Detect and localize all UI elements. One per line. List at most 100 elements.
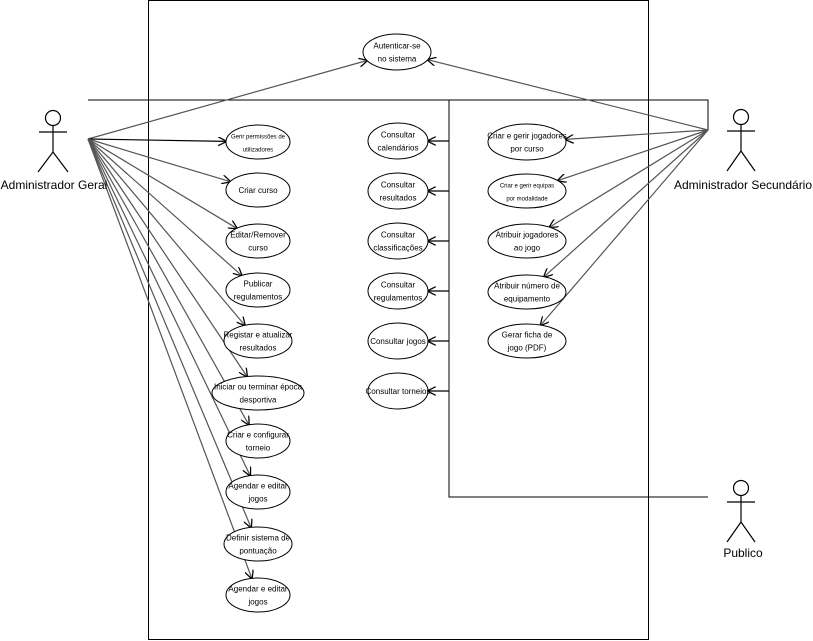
use-case-label: jogos (247, 495, 267, 504)
use-case-label: Criar e gerir equipas (500, 184, 554, 190)
use-case-atribuir-jogadores[interactable]: Atribuir jogadores ao jogo (487, 223, 567, 259)
system-boundary (148, 0, 649, 640)
use-case-label: Consultar (381, 281, 416, 290)
use-case-label: Iniciar ou terminar época (214, 383, 303, 392)
use-case-label: regulamentos (234, 293, 282, 302)
use-case-ellipse (223, 526, 293, 562)
use-case-label: regulamentos (374, 294, 422, 303)
use-case-ellipse (225, 223, 291, 259)
use-case-label: Publicar (244, 280, 273, 289)
use-case-label: jogo (PDF) (507, 344, 547, 353)
edge-admin-geral-editar-curso (87, 138, 237, 228)
edge-admin-geral-iniciar-epoca (87, 138, 247, 377)
actor-publico-label: Publico (723, 546, 763, 560)
edge-admin-geral-criar-curso (87, 138, 230, 182)
use-case-publicar-regulamentos[interactable]: Publicar regulamentos (225, 272, 291, 308)
edge-admin-geral-agendar-jogos-1 (87, 138, 250, 476)
use-case-label: Criar e gerir jogadores (487, 132, 567, 141)
edge-admin-geral-publicar-regulamentos (87, 138, 242, 275)
use-case-label: Gerir permissões de (231, 135, 286, 141)
use-case-label: desportiva (240, 396, 277, 405)
use-case-consultar-resultados[interactable]: Consultar resultados (367, 172, 429, 210)
use-case-criar-torneio[interactable]: Criar e configurar torneio (225, 423, 291, 459)
use-case-label: Consultar (381, 231, 416, 240)
use-case-ellipse (225, 172, 291, 208)
use-case-criar-curso[interactable]: Criar curso (225, 172, 291, 208)
actor-admin-geral-label: Administrador Geral (1, 178, 108, 192)
edge-admin-geral-agendar-jogos-2 (87, 138, 252, 578)
use-case-label: Agendar e editar (228, 585, 287, 594)
use-case-ellipse (487, 123, 567, 161)
use-case-label: resultados (380, 194, 417, 203)
use-case-ellipse (487, 323, 567, 359)
use-case-label: curso (248, 244, 268, 253)
use-case-ellipse (367, 322, 429, 360)
use-case-label: Criar e configurar (227, 431, 289, 440)
actor-admin-geral[interactable] (37, 109, 69, 173)
use-case-label: jogos (247, 598, 267, 607)
use-case-criar-equipas[interactable]: Criar e gerir equipas por modalidade (487, 173, 567, 209)
use-case-criar-jogadores[interactable]: Criar e gerir jogadores por curso (487, 123, 567, 161)
use-case-label: Consultar torneios (366, 387, 431, 396)
use-case-ellipse (225, 474, 291, 510)
use-case-label: por curso (510, 145, 544, 154)
use-case-ellipse (367, 172, 429, 210)
use-case-ellipse (225, 577, 291, 613)
use-case-label: ao jogo (514, 244, 541, 253)
edge-admin-geral-registar-resultados (87, 138, 245, 325)
actor-publico[interactable] (726, 479, 756, 543)
use-case-label: torneio (246, 444, 271, 453)
publico-group-line (448, 100, 708, 498)
actor-admin-secundario[interactable] (726, 108, 756, 172)
use-case-ellipse (367, 372, 429, 410)
use-case-consultar-classificacoes[interactable]: Consultar classificações (367, 222, 429, 260)
use-case-gerir-permissoes[interactable]: Gerir permissões de utilizadores (225, 124, 291, 160)
use-case-label: Gerar ficha de (502, 331, 553, 340)
use-case-ellipse (487, 274, 567, 310)
use-case-ellipse (487, 223, 567, 259)
use-case-ellipse (225, 124, 291, 160)
use-case-ellipse (362, 33, 432, 71)
use-case-label: utilizadores (243, 148, 273, 154)
edge-admin-secundario-gerar-ficha (541, 129, 709, 325)
use-case-label: por modalidade (506, 197, 548, 203)
use-case-label: Criar curso (238, 186, 278, 195)
use-case-label: Agendar e editar (228, 482, 287, 491)
use-case-label: Atribuir jogadores (496, 231, 559, 240)
use-case-label: Definir sistema de (226, 534, 291, 543)
use-case-label: classificações (373, 244, 422, 253)
use-case-label: Atribuir número de (494, 282, 560, 291)
use-case-ellipse (225, 272, 291, 308)
use-case-agendar-jogos-2[interactable]: Agendar e editar jogos (225, 577, 291, 613)
use-case-consultar-jogos[interactable]: Consultar jogos (367, 322, 429, 360)
use-case-atribuir-numero[interactable]: Atribuir número de equipamento (487, 274, 567, 310)
edge-admin-geral-definir-pontuacao (87, 138, 251, 527)
edge-admin-secundario-atribuir-jogadores (550, 129, 709, 227)
edge-admin-geral-criar-torneio (87, 138, 249, 425)
edge-admin-geral-autenticar (87, 61, 367, 140)
edge-admin-geral-gerir-permissoes (87, 139, 226, 141)
use-case-label: Registar e atualizar (224, 331, 293, 340)
edge-admin-secundario-autenticar (428, 60, 709, 131)
use-case-label: Consultar (381, 181, 416, 190)
use-case-label: no sistema (378, 55, 417, 64)
use-case-definir-pontuacao[interactable]: Definir sistema de pontuação (223, 526, 293, 562)
use-case-ellipse (367, 272, 429, 310)
use-case-ellipse (223, 323, 293, 359)
use-case-iniciar-epoca[interactable]: Iniciar ou terminar época desportiva (211, 375, 305, 411)
use-case-label: calendários (378, 144, 419, 153)
use-case-agendar-jogos-1[interactable]: Agendar e editar jogos (225, 474, 291, 510)
use-case-label: Consultar (381, 131, 416, 140)
use-case-ellipse (367, 122, 429, 160)
use-case-consultar-calendarios[interactable]: Consultar calendários (367, 122, 429, 160)
use-case-gerar-ficha[interactable]: Gerar ficha de jogo (PDF) (487, 323, 567, 359)
use-case-consultar-torneios[interactable]: Consultar torneios (366, 372, 431, 410)
use-case-label: pontuação (239, 547, 277, 556)
use-case-ellipse (211, 375, 305, 411)
use-case-consultar-regulamentos[interactable]: Consultar regulamentos (367, 272, 429, 310)
use-case-label: equipamento (504, 295, 551, 304)
